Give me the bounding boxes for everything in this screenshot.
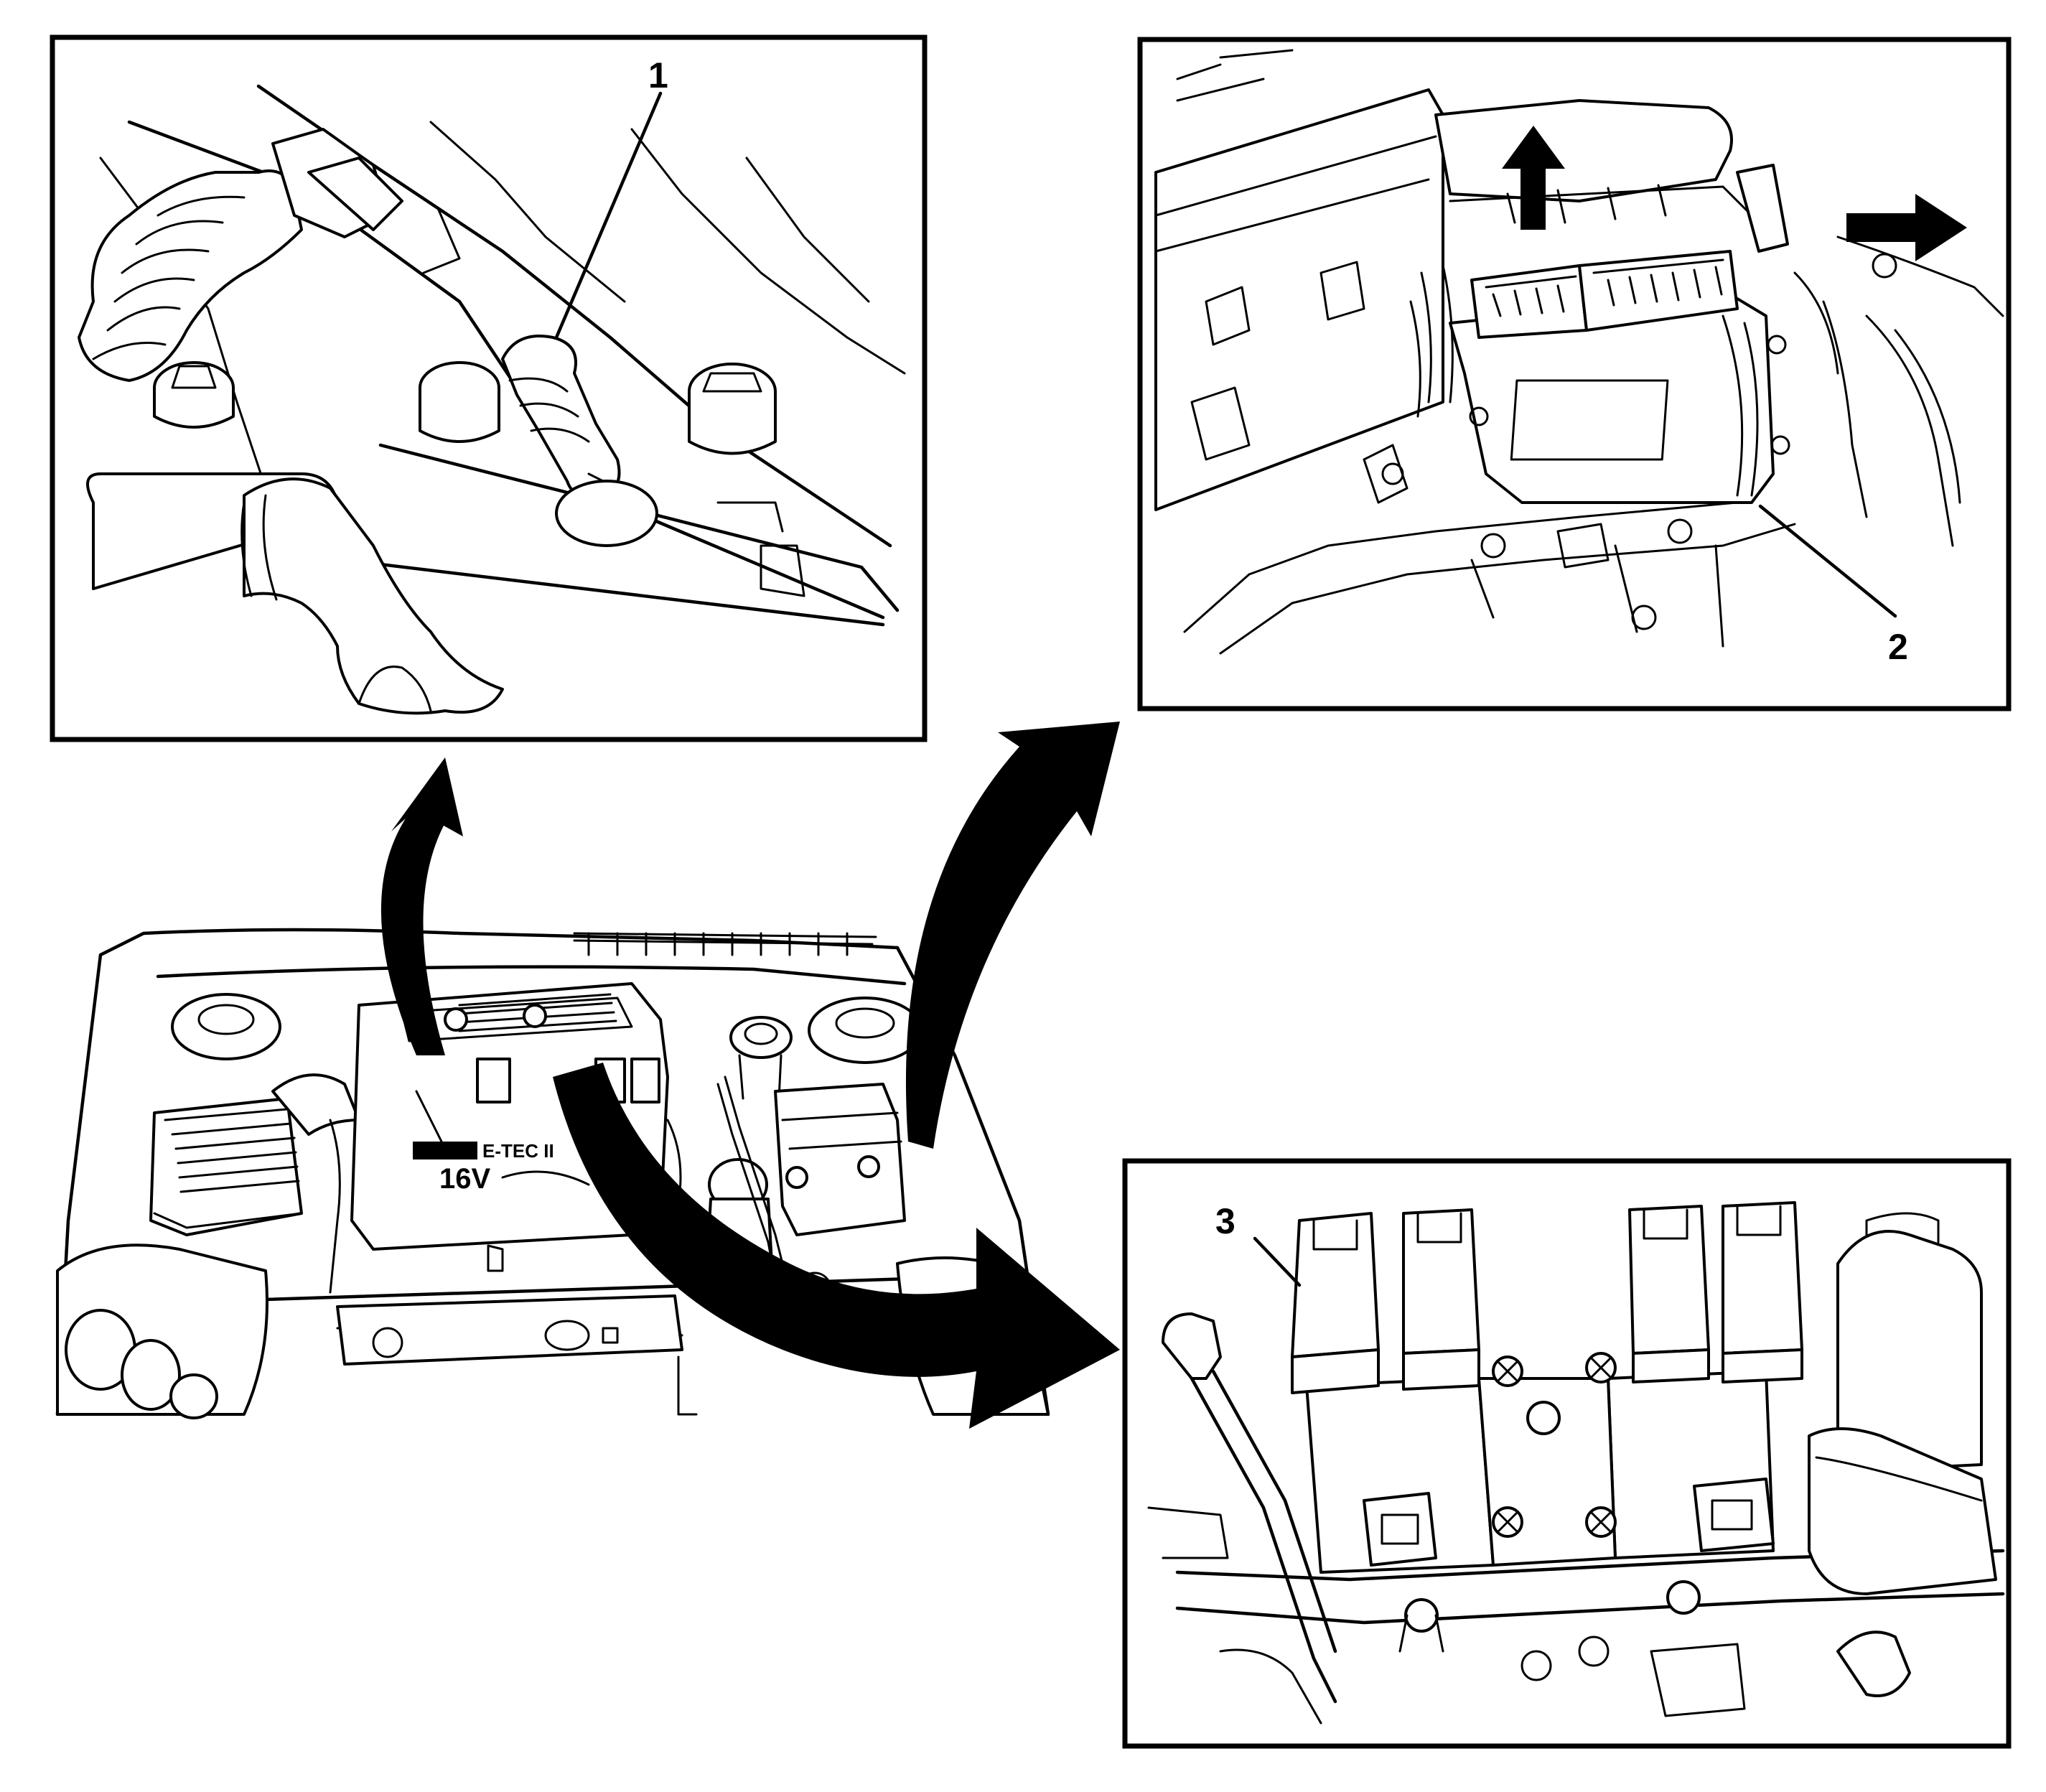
panel-sensor-detail: 1 bbox=[50, 34, 928, 742]
panel-ignition-coil: 3 bbox=[1122, 1158, 2012, 1749]
coil-screws bbox=[1492, 1352, 1617, 1538]
leader-line-3 bbox=[1253, 1236, 1302, 1287]
arrow-right-icon bbox=[1846, 194, 1967, 261]
knock-sensor bbox=[501, 335, 658, 547]
callout-2: 2 bbox=[1758, 504, 1908, 667]
arrow-to-control-module-icon bbox=[905, 722, 1120, 1149]
panel-control-module: 2 bbox=[1137, 37, 2012, 711]
air-filter-box bbox=[149, 1073, 360, 1236]
headlamp-left bbox=[56, 1243, 268, 1419]
bolt-center bbox=[419, 361, 500, 443]
intake-tube bbox=[86, 472, 504, 715]
sensor-detail-drawing bbox=[78, 84, 906, 715]
arrow-up-icon bbox=[1502, 126, 1565, 230]
leader-line-2 bbox=[1758, 504, 1897, 618]
ecu-module bbox=[1449, 250, 1790, 504]
ignition-coil-drawing bbox=[1147, 1201, 2005, 1725]
engine-badge-line2: 16V bbox=[439, 1163, 490, 1195]
control-module-drawing bbox=[1154, 49, 2004, 655]
leader-line-1 bbox=[554, 91, 663, 340]
arrow-to-ignition-coil-icon bbox=[553, 1063, 1120, 1429]
bolt-right bbox=[688, 363, 777, 455]
callout-label-2: 2 bbox=[1888, 627, 1908, 667]
engine-badge-plate bbox=[413, 1142, 477, 1159]
corrugated-hose bbox=[78, 169, 303, 382]
callout-1: 1 bbox=[554, 55, 668, 340]
arrow-to-sensor-detail-icon bbox=[380, 757, 463, 1055]
engine-bay-overview: E-TEC II 16V bbox=[55, 928, 1050, 1419]
bolt-left bbox=[153, 361, 235, 429]
callout-label-3: 3 bbox=[1215, 1201, 1235, 1241]
battery bbox=[774, 1083, 906, 1236]
callout-3: 3 bbox=[1215, 1201, 1302, 1287]
engine-badge-line1: E-TEC II bbox=[482, 1140, 554, 1162]
coil-boots bbox=[1291, 1201, 1803, 1394]
callout-label-1: 1 bbox=[648, 55, 668, 95]
